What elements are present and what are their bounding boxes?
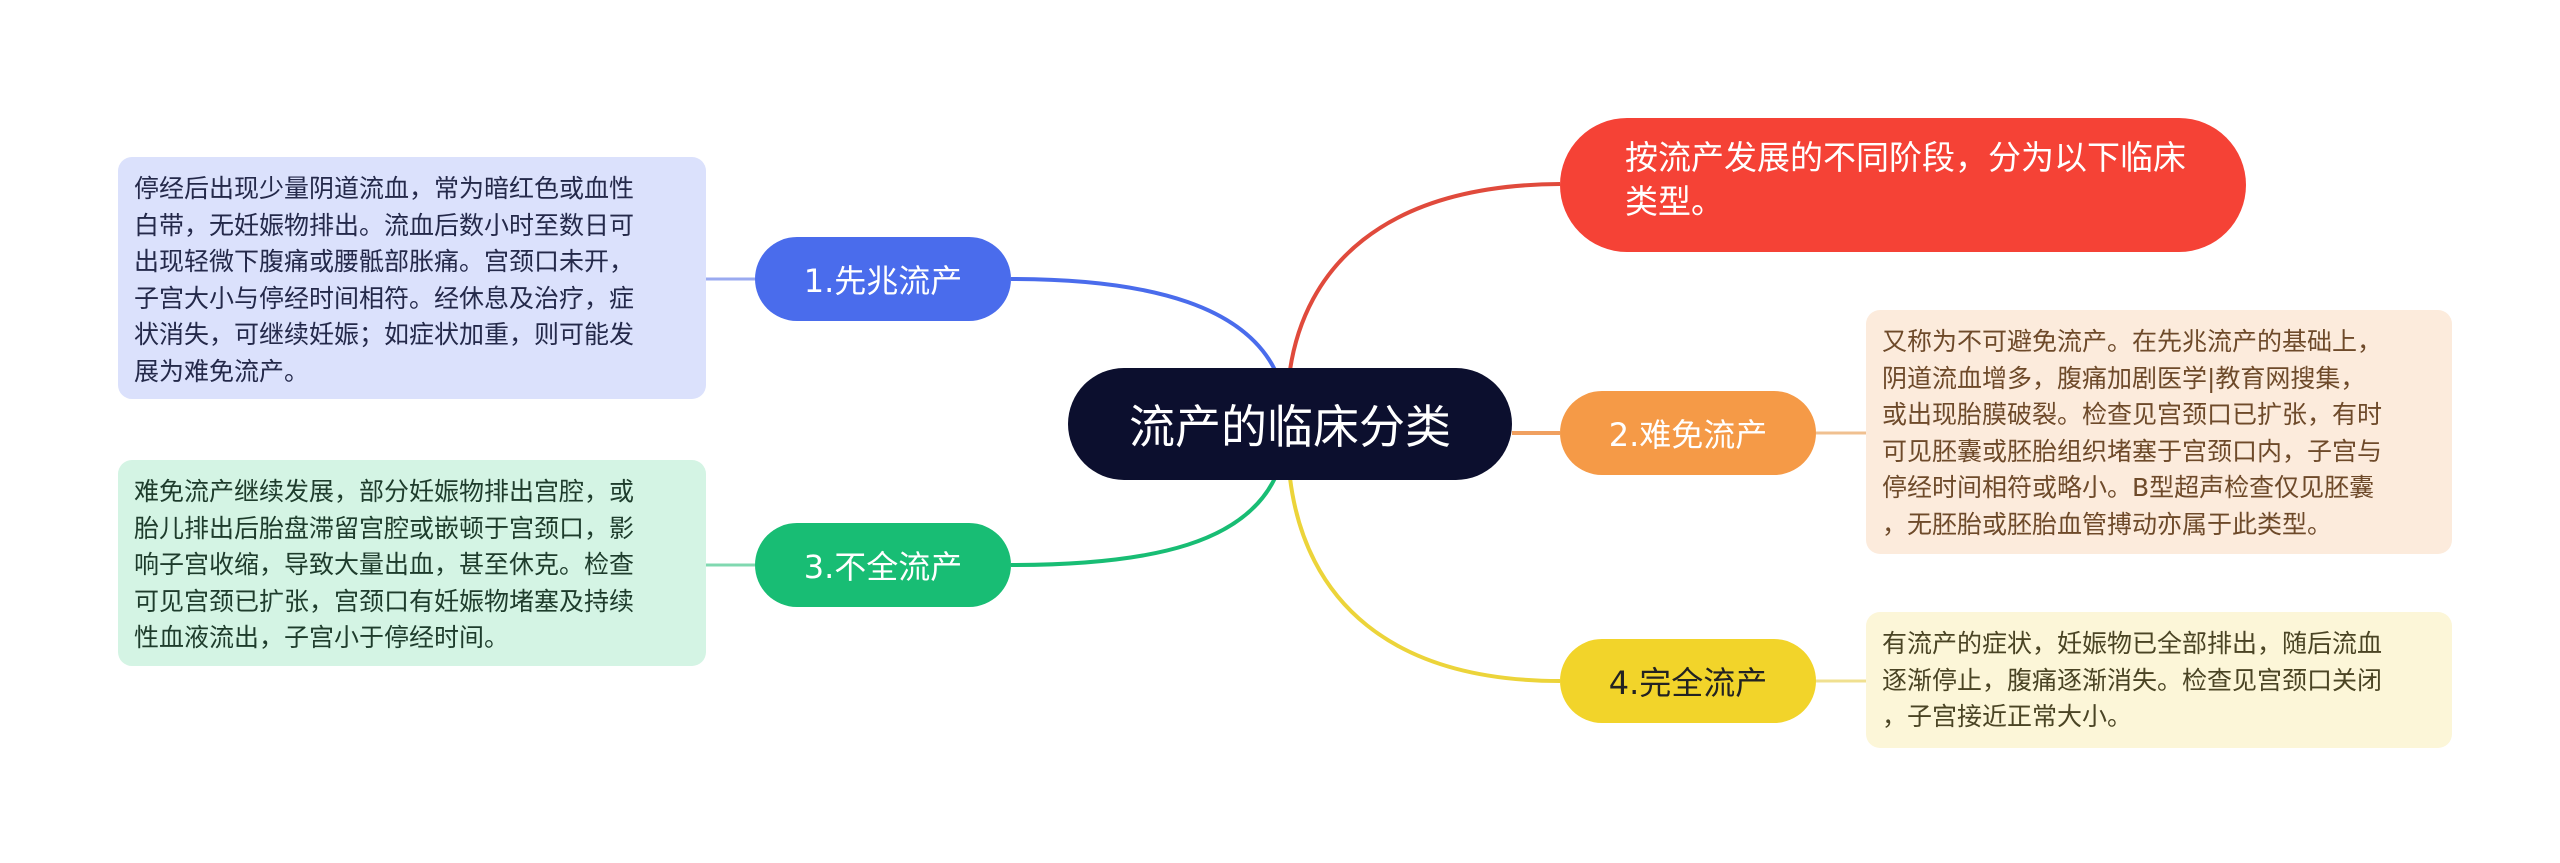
- detail-line: 又称为不可避免流产。在先兆流产的基础上，: [1882, 327, 2383, 356]
- detail-line: 状消失，可继续妊娠；如症状加重，则可能发: [134, 320, 635, 349]
- connector-branch-3: [1010, 477, 1277, 567]
- detail-line: 或出现胎膜破裂。检查见宫颈口已扩张，有时: [1882, 400, 2383, 429]
- detail-line: 阴道流血增多，腹痛加剧医学|教育网搜集，: [1882, 363, 2366, 393]
- detail-line: 可见宫颈已扩张，宫颈口有妊娠物堵塞及持续: [134, 586, 635, 616]
- detail-incomplete-abortion[interactable]: 难免流产继续发展，部分妊娠物排出宫腔，或 胎儿排出后胎盘滞留宫腔或嵌顿于宫颈口，…: [118, 460, 706, 666]
- detail-line: 逐渐停止，腹痛逐渐消失。检查见宫颈口关闭: [1882, 665, 2383, 695]
- detail-line: ，子宫接近正常大小。: [1882, 702, 2133, 731]
- detail-inevitable-abortion[interactable]: 又称为不可避免流产。在先兆流产的基础上， 阴道流血增多，腹痛加剧医学|教育网搜集…: [1866, 310, 2452, 554]
- connector-branch-4: [1288, 477, 1561, 683]
- detail-line: 性血液流出，子宫小于停经时间。: [134, 623, 510, 652]
- central-topic[interactable]: 流产的临床分类: [1068, 368, 1512, 480]
- detail-line: 难免流产继续发展，部分妊娠物排出宫腔，或: [134, 477, 635, 506]
- detail-line: 停经时间相符或略小。B型超声检查仅见胚囊: [1882, 473, 2375, 502]
- detail-threatened-abortion[interactable]: 停经后出现少量阴道流血，常为暗红色或血性 白带，无妊娠物排出。流血后数小时至数日…: [118, 157, 706, 399]
- branch-threatened-abortion[interactable]: 1.先兆流产: [755, 237, 1011, 321]
- detail-line: 可见胚囊或胚胎组织堵塞于宫颈口内，子宫与: [1882, 436, 2383, 466]
- branch-complete-abortion[interactable]: 4.完全流产: [1560, 639, 1816, 723]
- connector-top-topic: [1288, 182, 1561, 371]
- detail-complete-abortion[interactable]: 有流产的症状，妊娠物已全部排出，随后流血 逐渐停止，腹痛逐渐消失。检查见宫颈口关…: [1866, 612, 2452, 748]
- detail-line: 白带，无妊娠物排出。流血后数小时至数日可: [134, 210, 635, 240]
- topic-stages-intro[interactable]: 按流产发展的不同阶段，分为以下临床类型。: [1560, 118, 2246, 252]
- branch-incomplete-abortion[interactable]: 3.不全流产: [755, 523, 1011, 607]
- detail-line: 停经后出现少量阴道流血，常为暗红色或血性: [134, 174, 635, 203]
- detail-line: 响子宫收缩，导致大量出血，甚至休克。检查: [134, 550, 635, 579]
- connector-branch-1: [1010, 277, 1277, 371]
- detail-line: ，无胚胎或胚胎血管搏动亦属于此类型。: [1882, 509, 2333, 539]
- detail-line: 胎儿排出后胎盘滞留宫腔或嵌顿于宫颈口，影: [134, 513, 635, 543]
- detail-line: 展为难免流产。: [134, 356, 310, 386]
- detail-line: 有流产的症状，妊娠物已全部排出，随后流血: [1882, 629, 2383, 658]
- detail-line: 子宫大小与停经时间相符。经休息及治疗，症: [134, 283, 635, 313]
- branch-inevitable-abortion[interactable]: 2.难免流产: [1560, 391, 1816, 475]
- detail-line: 出现轻微下腹痛或腰骶部胀痛。宫颈口未开，: [134, 247, 635, 276]
